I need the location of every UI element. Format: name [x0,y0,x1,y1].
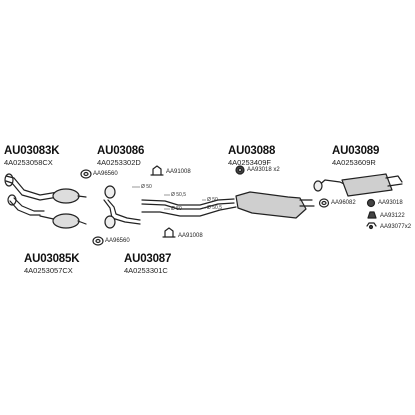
part-code-aa96560-top: AA96560 [93,171,118,177]
kit-code-6: AU03087 [124,253,172,265]
kit-code-3: AU03088 [228,145,276,157]
intermediate-pipe-lower[interactable] [141,206,237,217]
center-muffler[interactable] [235,191,315,219]
diameter-label-4: Ø 50 [207,197,218,203]
kit-sub-2: 4A0253302D [97,158,141,167]
bracket-right[interactable] [367,211,377,219]
gasket-right[interactable] [318,198,330,208]
intermediate-pipe-upper[interactable] [141,198,235,210]
rubber-mount-right[interactable] [366,198,376,208]
part-code-aa96082: AA96082 [331,200,356,206]
gasket-bottom[interactable] [92,236,104,246]
kit-code-5: AU03085K [24,253,80,265]
part-code-aa93018-mid: AA93018 x2 [247,167,280,173]
part-code-aa93122: AA93122 [380,213,405,219]
kit-code-1: AU03083K [4,145,60,157]
kit-sub-5: 4A0253057CX [24,266,73,275]
gasket-top[interactable] [80,169,92,179]
part-code-aa91008-bottom: AA91008 [178,233,203,239]
kit-code-2: AU03086 [97,145,145,157]
clamp-top[interactable] [150,165,164,176]
kit-sub-6: 4A0253301C [124,266,168,275]
part-code-aa93077: AA93077x2 [380,224,412,230]
part-code-aa91008-top: AA91008 [166,169,191,175]
diameter-label-3: Ø 50 [171,206,182,212]
kit-sub-4: 4A0253609R [332,158,376,167]
diameter-label-2: Ø 50,5 [171,192,187,198]
part-code-aa96560-bottom: AA96560 [105,238,130,244]
part-code-aa93018-right: AA93018 [378,200,403,206]
rear-muffler[interactable] [313,173,403,197]
clamp-right[interactable] [366,222,377,230]
kit-sub-1: 4A0253058CX [4,158,53,167]
diameter-label-1: Ø 50 [141,184,152,190]
clamp-bottom[interactable] [162,227,176,238]
catalytic-converter-lower[interactable] [7,194,87,229]
kit-sub-3: 4A0253409F [228,158,271,167]
kit-code-4: AU03089 [332,145,380,157]
rubber-mount-center[interactable] [235,165,245,175]
diameter-label-5: Ø 50,5 [207,205,223,211]
catalytic-converter-upper[interactable] [4,173,87,204]
front-pipe[interactable] [103,185,141,229]
